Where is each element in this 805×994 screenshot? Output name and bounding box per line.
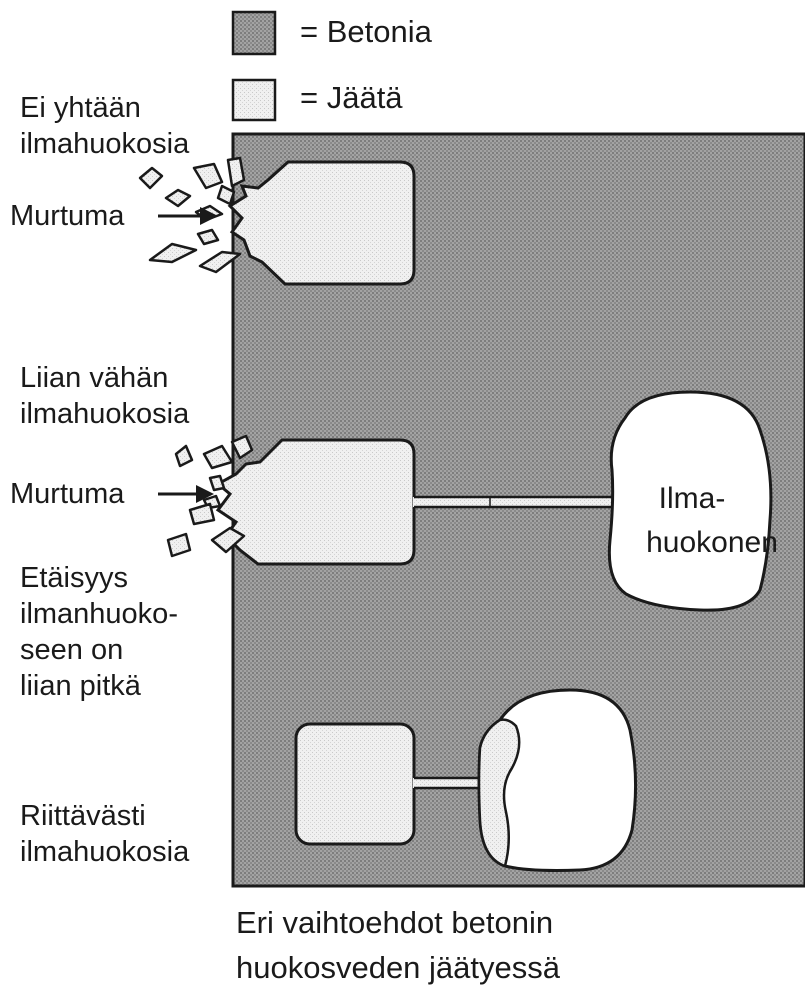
case3-label-line1: Riittävästi: [20, 798, 146, 835]
case2-fracture-label: Murtuma: [10, 476, 124, 513]
case1-fracture-label: Murtuma: [10, 198, 124, 235]
case1-label-line1: Ei yhtään: [20, 90, 141, 127]
ice-pore-case3: [296, 724, 414, 844]
case1-label-line2: ilmahuokosia: [20, 126, 189, 163]
channel-case2: [413, 497, 615, 507]
caption-line2: huokosveden jäätyessä: [236, 945, 560, 990]
legend-ice-swatch: [233, 80, 275, 120]
case2-label-line2: ilmahuokosia: [20, 396, 189, 433]
case2-distance-line4: liian pitkä: [20, 668, 141, 705]
legend-concrete-swatch: [233, 12, 275, 54]
air-pore-label-line1: Ilma-: [659, 482, 726, 515]
case2-distance-line3: seen on: [20, 632, 123, 669]
caption-line1: Eri vaihtoehdot betonin: [236, 900, 553, 945]
case2-label-line1: Liian vähän: [20, 360, 168, 397]
case3-label-line2: ilmahuokosia: [20, 834, 189, 871]
legend-ice-label: = Jäätä: [300, 80, 403, 116]
case2-distance-line2: ilmanhuoko-: [20, 596, 178, 633]
case2-distance-line1: Etäisyys: [20, 560, 128, 597]
air-pore-label-line2: huokonen: [646, 526, 778, 559]
legend-concrete-label: = Betonia: [300, 14, 432, 50]
